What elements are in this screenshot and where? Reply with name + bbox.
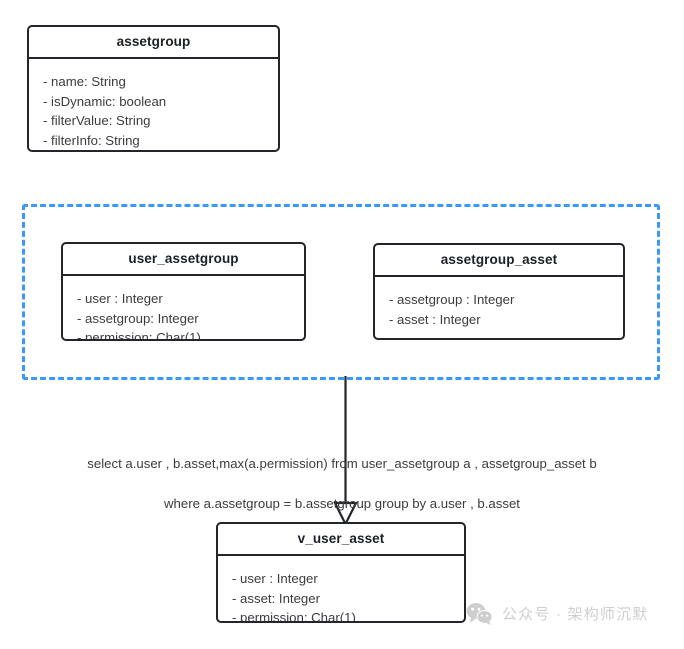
dashed-group-container[interactable] <box>22 204 660 380</box>
attribute-row: - user : Integer <box>232 571 318 586</box>
class-attributes-v-user-asset: - user : Integer - asset: Integer - perm… <box>218 556 464 623</box>
class-title-user-assetgroup: user_assetgroup <box>63 244 304 276</box>
attribute-row: - permission: Char(1) <box>232 610 356 623</box>
class-attributes-assetgroup: - name: String - isDynamic: boolean - fi… <box>29 59 278 150</box>
sql-annotation-line-2: where a.assetgroup = b.assetgroup group … <box>164 496 520 511</box>
class-box-v-user-asset[interactable]: v_user_asset - user : Integer - asset: I… <box>216 522 466 623</box>
class-title-assetgroup-asset: assetgroup_asset <box>375 245 623 277</box>
class-title-assetgroup: assetgroup <box>29 27 278 59</box>
attribute-row: - permission: Char(1) <box>77 330 201 341</box>
class-attributes-assetgroup-asset: - assetgroup : Integer - asset : Integer <box>375 277 623 329</box>
sql-annotation-line-1: select a.user , b.asset,max(a.permission… <box>87 456 597 471</box>
wechat-icon <box>466 603 493 625</box>
watermark: 公众号 · 架构师沉默 <box>466 602 649 625</box>
attribute-row: - filterValue: String <box>43 113 151 128</box>
attribute-row: - asset : Integer <box>389 311 481 327</box>
attribute-row: - filterInfo: String <box>43 132 140 148</box>
class-box-assetgroup[interactable]: assetgroup - name: String - isDynamic: b… <box>27 25 280 152</box>
attribute-row: - name: String <box>43 74 126 89</box>
attribute-row: - asset: Integer <box>232 590 320 606</box>
sql-annotation: select a.user , b.asset,max(a.permission… <box>42 434 642 534</box>
attribute-row: - assetgroup: Integer <box>77 310 199 326</box>
attribute-row: - user : Integer <box>77 291 163 306</box>
attribute-row: - assetgroup : Integer <box>389 292 515 307</box>
class-title-v-user-asset: v_user_asset <box>218 524 464 556</box>
class-box-user-assetgroup[interactable]: user_assetgroup - user : Integer - asset… <box>61 242 306 341</box>
attribute-row: - isDynamic: boolean <box>43 93 167 109</box>
class-box-assetgroup-asset[interactable]: assetgroup_asset - assetgroup : Integer … <box>373 243 625 340</box>
class-attributes-user-assetgroup: - user : Integer - assetgroup: Integer -… <box>63 276 304 341</box>
watermark-text: 公众号 · 架构师沉默 <box>502 606 649 623</box>
